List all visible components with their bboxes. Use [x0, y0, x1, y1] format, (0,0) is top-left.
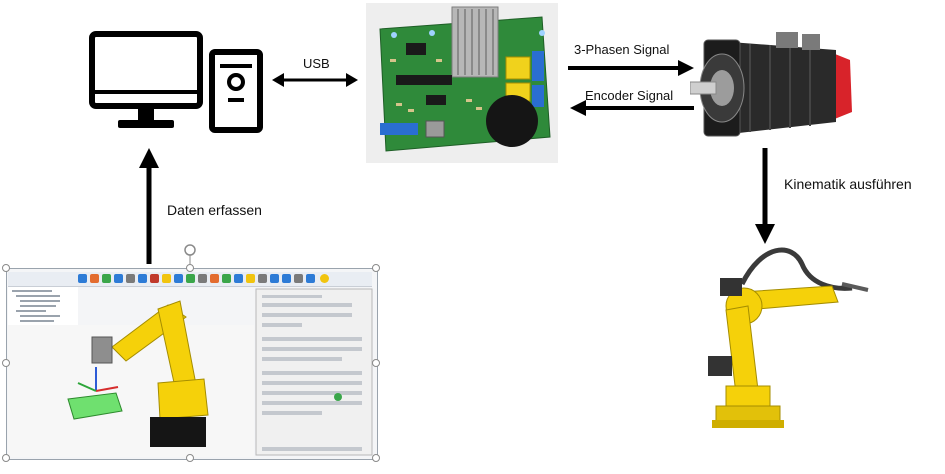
selection-handles[interactable] — [0, 238, 384, 464]
toolbar-icon — [114, 274, 123, 283]
toolbar-icon — [222, 274, 231, 283]
toolbar-icon — [294, 274, 303, 283]
screenshot-scene — [8, 287, 373, 457]
encoder-label: Encoder Signal — [585, 88, 674, 103]
encoder-arrow — [570, 100, 694, 116]
toolbar-icon — [90, 274, 99, 283]
toolbar-icon — [320, 274, 329, 283]
three-phase-label: 3-Phasen Signal — [574, 42, 670, 57]
toolbar-icon — [102, 274, 111, 283]
usb-double-arrow — [272, 73, 358, 87]
toolbar-icon — [186, 274, 195, 283]
toolbar-icon — [234, 274, 243, 283]
computer-icon — [89, 31, 263, 133]
screenshot-toolbar — [8, 272, 372, 287]
robot-arm-image — [708, 247, 869, 428]
daten-arrow — [139, 148, 159, 264]
toolbar-icon — [174, 274, 183, 283]
pcb-board-image — [366, 3, 558, 163]
toolbar-icon — [210, 274, 219, 283]
toolbar-icon — [78, 274, 87, 283]
toolbar-icon — [138, 274, 147, 283]
toolbar-icon — [258, 274, 267, 283]
three-phase-arrow — [568, 60, 694, 76]
toolbar-icon — [270, 274, 279, 283]
toolbar-icon — [162, 274, 171, 283]
toolbar-icon — [282, 274, 291, 283]
toolbar-icon — [246, 274, 255, 283]
toolbar-icon — [306, 274, 315, 283]
toolbar-icon — [126, 274, 135, 283]
usb-label: USB — [303, 56, 330, 71]
toolbar-icon — [150, 274, 159, 283]
kinematik-arrow — [755, 148, 775, 244]
toolbar-icon — [198, 274, 207, 283]
servo-motor-image — [690, 32, 852, 137]
daten-label: Daten erfassen — [167, 202, 262, 218]
kinematik-label: Kinematik ausführen — [784, 176, 912, 192]
